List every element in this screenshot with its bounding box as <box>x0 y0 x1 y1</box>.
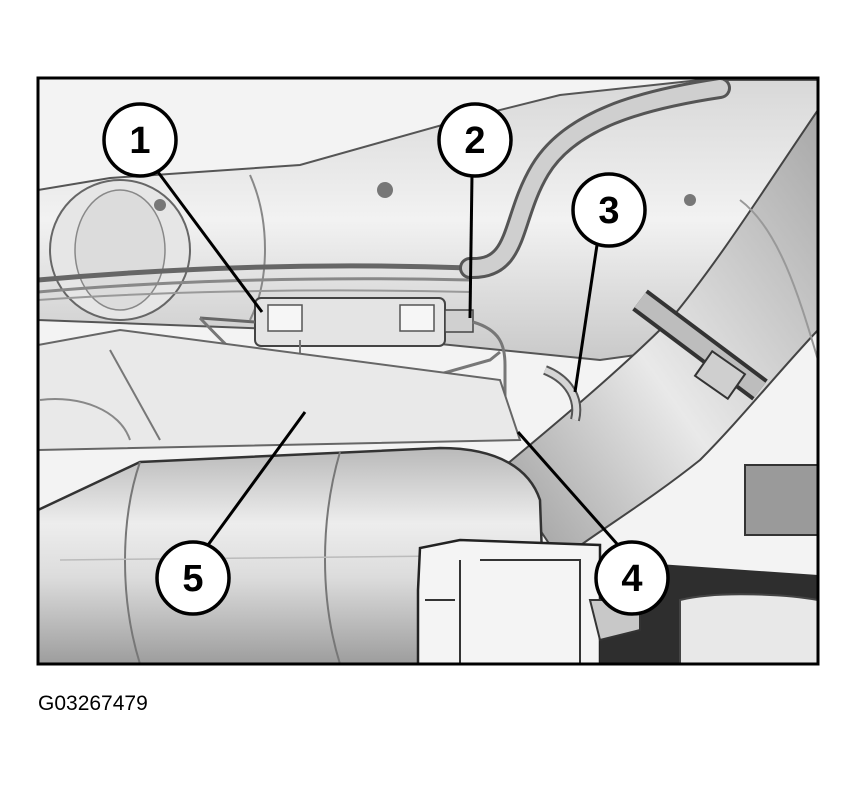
pipe-clamp <box>632 289 768 401</box>
figure-frame <box>36 76 820 666</box>
leader-lines <box>156 171 620 546</box>
callout-4: 4 <box>594 540 670 616</box>
callout-circle <box>571 172 647 248</box>
callout-label: 4 <box>621 558 642 600</box>
callout-2: 2 <box>437 102 513 178</box>
sensor-line <box>199 316 256 324</box>
callout-label: 1 <box>129 120 150 162</box>
leader-line-3 <box>573 244 599 393</box>
figure-id: G03267479 <box>38 692 148 715</box>
leader-line-4 <box>516 431 620 546</box>
wiring-harness <box>38 263 471 283</box>
leader-line-2 <box>468 174 474 319</box>
callout-circle <box>102 102 178 178</box>
callout-5: 5 <box>155 540 231 616</box>
callout-circle <box>155 540 231 616</box>
drawing-artwork <box>38 78 818 664</box>
callout-label: 3 <box>598 190 619 232</box>
callout-circle <box>594 540 670 616</box>
sensor-connector <box>254 297 474 347</box>
exhaust-pipe <box>498 108 818 562</box>
callout-label: 2 <box>464 120 485 162</box>
leader-line-1 <box>156 171 264 313</box>
callout-circle <box>437 102 513 178</box>
callout-label: 5 <box>182 558 203 600</box>
callout-1: 1 <box>102 102 178 178</box>
leader-line-5 <box>206 411 307 546</box>
callout-3: 3 <box>571 172 647 248</box>
